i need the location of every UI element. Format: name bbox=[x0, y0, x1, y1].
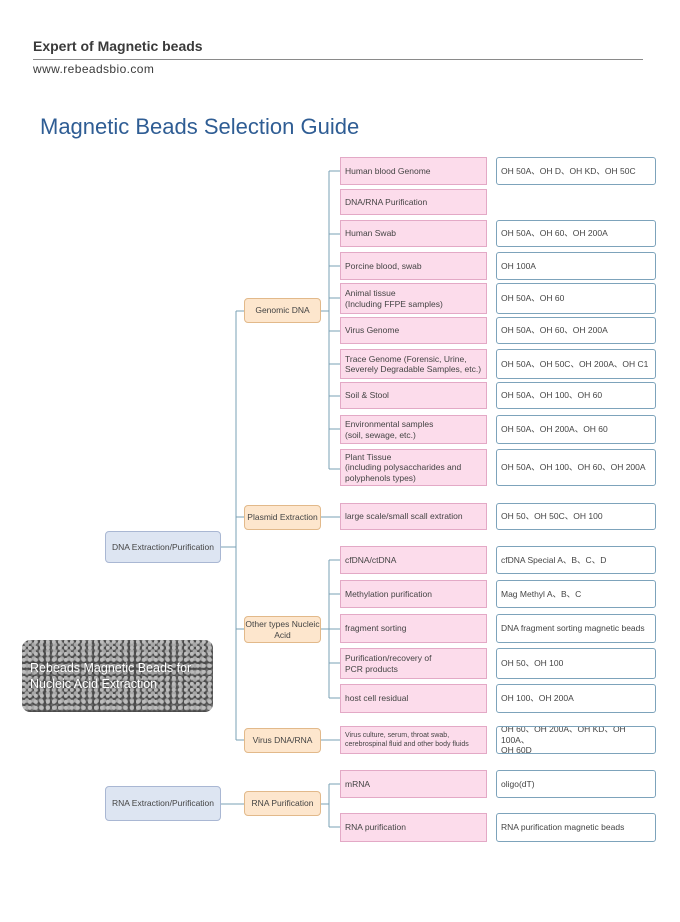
virus-dna-rna-node: Virus DNA/RNA bbox=[244, 728, 321, 753]
product-recommendation-3: OH 100A bbox=[496, 252, 656, 280]
product-recommendation-14: OH 50、OH 100 bbox=[496, 648, 656, 679]
dna-extraction-node: DNA Extraction/Purification bbox=[105, 531, 221, 563]
plasmid-extraction-node: Plasmid Extraction bbox=[244, 505, 321, 530]
sample-type-16: Virus culture, serum, throat swab, cereb… bbox=[340, 726, 487, 754]
product-recommendation-8: OH 50A、OH 200A、OH 60 bbox=[496, 415, 656, 444]
other-nucleic-acid-node: Other types Nucleic Acid bbox=[244, 616, 321, 643]
product-recommendation-17: oligo(dT) bbox=[496, 770, 656, 798]
sample-type-17: mRNA bbox=[340, 770, 487, 798]
rna-purification-node: RNA Purification bbox=[244, 791, 321, 816]
sample-type-15: host cell residual bbox=[340, 684, 487, 713]
sample-type-2: Human Swab bbox=[340, 220, 487, 247]
sample-type-9: Plant Tissue (including polysaccharides … bbox=[340, 449, 487, 486]
product-recommendation-18: RNA purification magnetic beads bbox=[496, 813, 656, 842]
sample-type-12: Methylation purification bbox=[340, 580, 487, 608]
product-recommendation-15: OH 100、OH 200A bbox=[496, 684, 656, 713]
sample-type-8: Environmental samples (soil, sewage, etc… bbox=[340, 415, 487, 444]
product-recommendation-11: cfDNA Special A、B、C、D bbox=[496, 546, 656, 574]
product-recommendation-12: Mag Methyl A、B、C bbox=[496, 580, 656, 608]
sample-type-14: Purification/recovery of PCR products bbox=[340, 648, 487, 679]
product-recommendation-2: OH 50A、OH 60、OH 200A bbox=[496, 220, 656, 247]
product-recommendation-0: OH 50A、OH D、OH KD、OH 50C bbox=[496, 157, 656, 185]
sample-type-0: Human blood Genome bbox=[340, 157, 487, 185]
product-recommendation-10: OH 50、OH 50C、OH 100 bbox=[496, 503, 656, 530]
product-recommendation-7: OH 50A、OH 100、OH 60 bbox=[496, 382, 656, 409]
sample-type-10: large scale/small scall extration bbox=[340, 503, 487, 530]
product-recommendation-16: OH 60、OH 200A、OH KD、OH 100A、 OH 60D bbox=[496, 726, 656, 754]
product-recommendation-13: DNA fragment sorting magnetic beads bbox=[496, 614, 656, 643]
sample-type-3: Porcine blood, swab bbox=[340, 252, 487, 280]
website-url[interactable]: www.rebeadsbio.com bbox=[33, 62, 155, 76]
sample-type-11: cfDNA/ctDNA bbox=[340, 546, 487, 574]
product-recommendation-5: OH 50A、OH 60、OH 200A bbox=[496, 317, 656, 344]
rna-extraction-node: RNA Extraction/Purification bbox=[105, 786, 221, 821]
sample-type-5: Virus Genome bbox=[340, 317, 487, 344]
genomic-dna-node: Genomic DNA bbox=[244, 298, 321, 323]
header-divider bbox=[33, 59, 643, 60]
sample-type-1: DNA/RNA Purification bbox=[340, 189, 487, 215]
sample-type-7: Soil & Stool bbox=[340, 382, 487, 409]
hero-banner: Rebeads Magnetic Beads for Nucleic Acid … bbox=[22, 640, 213, 712]
sample-type-13: fragment sorting bbox=[340, 614, 487, 643]
brand-name: Expert of Magnetic beads bbox=[33, 38, 203, 54]
page-title: Magnetic Beads Selection Guide bbox=[40, 114, 360, 139]
product-recommendation-6: OH 50A、OH 50C、OH 200A、OH C1 bbox=[496, 349, 656, 379]
sample-type-4: Animal tissue (Including FFPE samples) bbox=[340, 283, 487, 314]
sample-type-18: RNA purification bbox=[340, 813, 487, 842]
product-recommendation-9: OH 50A、OH 100、OH 60、OH 200A bbox=[496, 449, 656, 486]
product-recommendation-4: OH 50A、OH 60 bbox=[496, 283, 656, 314]
sample-type-6: Trace Genome (Forensic, Urine, Severely … bbox=[340, 349, 487, 379]
